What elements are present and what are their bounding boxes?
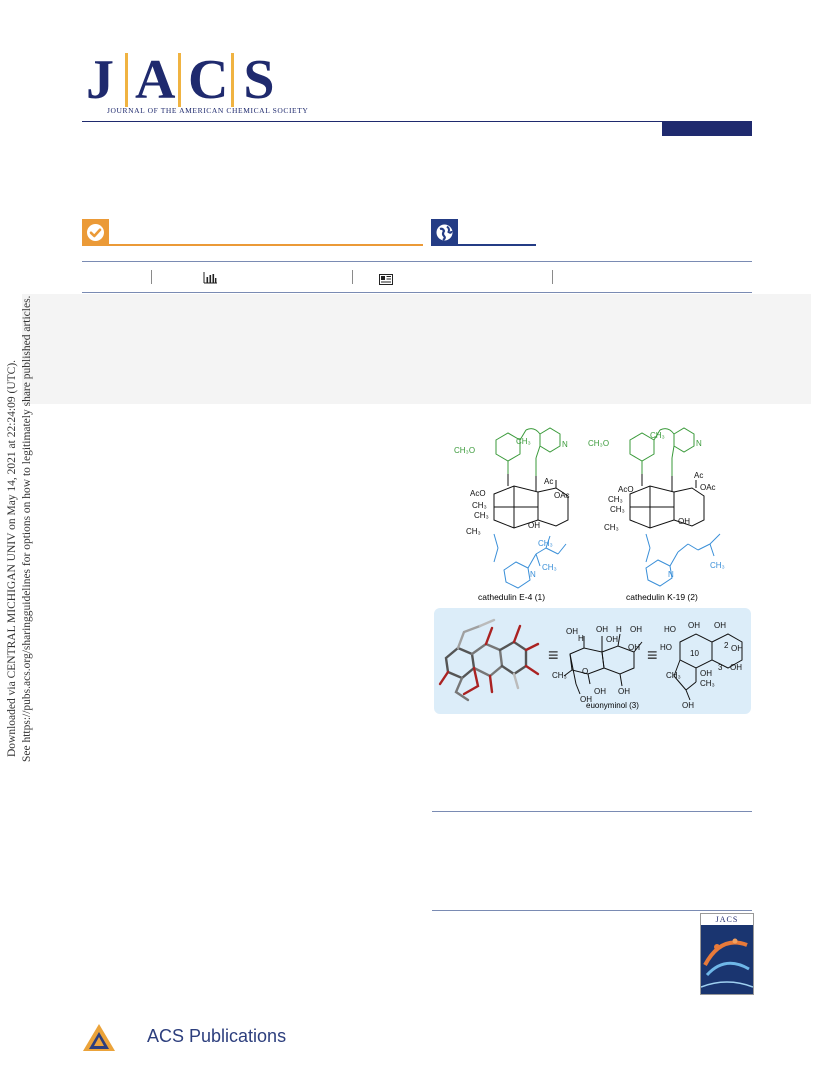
label-ch3: CH₃ — [610, 505, 625, 514]
label-n: N — [668, 570, 674, 579]
editors-choice-rule — [109, 244, 423, 246]
caption-cathedulin-k19: cathedulin K-19 (2) — [626, 592, 698, 602]
label-oh: OH — [618, 687, 630, 696]
acs-publications-wordmark: ACS Publications — [147, 1026, 287, 1046]
label-ch3: CH₃ — [604, 523, 619, 532]
logo-letter-j: J — [86, 49, 114, 111]
article-type-tab — [662, 122, 752, 136]
label-oh: OH — [566, 627, 578, 636]
section-rule — [432, 811, 752, 812]
euonyminol-structures: ≡ OH H OH H OH OH OH CH₃ O OH OH OH ≡ H … — [438, 618, 743, 710]
bar-chart-icon[interactable] — [203, 271, 217, 289]
equivalence-symbol: ≡ — [548, 645, 559, 665]
metrics-separator — [151, 270, 152, 284]
logo-letter-a: A — [135, 49, 176, 111]
cover-art — [701, 925, 753, 994]
cathedulin-structures-figure: CH₃O CH₃ N Ac AcO OAc CH₃ CH₃ OH CH₃ — [454, 427, 725, 602]
euonyminol-flat-structure — [673, 633, 743, 701]
metrics-separator — [352, 270, 353, 284]
download-notice: Downloaded via CENTRAL MICHIGAN UNIV on … — [4, 296, 40, 770]
section-rule — [432, 910, 752, 911]
label-aco: AcO — [618, 485, 634, 494]
euonyminol-chair-structure — [563, 633, 643, 695]
abstract-box — [22, 294, 811, 404]
cover-title: JACS — [701, 914, 753, 925]
label-oh: OH — [731, 644, 743, 653]
label-c2: 2 — [724, 641, 729, 650]
label-oh: OH — [606, 635, 618, 644]
label-ho-1: HO — [664, 625, 676, 634]
label-oh: OH — [678, 517, 690, 526]
label-ch3: CH₃ — [538, 539, 553, 548]
download-notice-line1: Downloaded via CENTRAL MICHIGAN UNIV on … — [6, 359, 18, 757]
label-c3: 3 — [718, 663, 723, 672]
label-ch3: CH₃ — [516, 437, 531, 446]
label-ch3o: CH₃O — [588, 439, 609, 448]
label-oh: OH — [594, 687, 606, 696]
label-ch3: CH₃ — [710, 561, 725, 570]
label-c10: 10 — [690, 649, 699, 658]
label-ch3: CH₃ — [608, 495, 623, 504]
logo-divider — [125, 53, 128, 107]
label-n: N — [530, 570, 536, 579]
label-ch3: CH₃ — [472, 501, 487, 510]
label-oh: OH — [730, 663, 742, 672]
label-ch3o: CH₃O — [454, 446, 475, 455]
check-circle-icon — [87, 224, 104, 241]
article-icon[interactable] — [379, 272, 393, 290]
label-oh: OH — [682, 701, 694, 710]
metrics-separator — [552, 270, 553, 284]
label-ac: Ac — [694, 471, 703, 480]
cathedulin-e4-structure: CH₃O CH₃ N Ac AcO OAc CH₃ CH₃ OH CH₃ — [454, 427, 570, 589]
label-ch3: CH₃ — [552, 671, 567, 680]
equivalence-symbol: ≡ — [647, 645, 658, 665]
metrics-bar-bottom-rule — [82, 292, 752, 293]
download-notice-line2: See https://pubs.acs.org/sharingguidelin… — [21, 295, 33, 762]
label-oh: OH — [714, 621, 726, 630]
jacs-logo: J A C S — [82, 50, 300, 110]
label-ch3: CH₃ — [542, 563, 557, 572]
label-o: O — [582, 667, 588, 676]
logo-divider — [231, 53, 234, 107]
metrics-bar-top-rule — [82, 261, 752, 262]
label-oh: OH — [596, 625, 608, 634]
open-access-rule — [458, 244, 536, 246]
label-ch3: CH₃ — [666, 671, 681, 680]
logo-letter-c: C — [188, 49, 229, 111]
globe-icon — [436, 224, 453, 241]
editors-choice-badge[interactable] — [82, 219, 109, 246]
label-h: H — [616, 625, 622, 634]
label-oh: OH — [630, 625, 642, 634]
label-n: N — [562, 440, 568, 449]
label-ch3: CH₃ — [700, 679, 715, 688]
label-oh: OH — [580, 695, 592, 704]
label-n: N — [696, 439, 702, 448]
label-ac: Ac — [544, 477, 553, 486]
label-ch3: CH₃ — [650, 431, 665, 440]
label-h: H — [578, 634, 584, 643]
label-aco: AcO — [470, 489, 486, 498]
logo-divider — [178, 53, 181, 107]
open-access-badge[interactable] — [431, 219, 458, 246]
label-ho-2: HO — [660, 643, 672, 652]
label-ch3: CH₃ — [466, 527, 481, 536]
label-oh: OH — [688, 621, 700, 630]
label-oac: OAc — [554, 491, 570, 500]
journal-cover-thumbnail[interactable]: JACS — [700, 913, 754, 995]
label-oh: OH — [628, 643, 640, 652]
label-oac: OAc — [700, 483, 716, 492]
journal-full-name: JOURNAL OF THE AMERICAN CHEMICAL SOCIETY — [107, 106, 309, 115]
label-ch3: CH₃ — [474, 511, 489, 520]
euonyminol-panel — [434, 608, 751, 714]
label-oh: OH — [700, 669, 712, 678]
caption-cathedulin-e4: cathedulin E-4 (1) — [478, 592, 545, 602]
cathedulin-k19-structure: CH₃O CH₃ N Ac AcO OAc CH₃ CH₃ OH CH₃ — [588, 427, 725, 587]
caption-euonyminol: euonyminol (3) — [586, 701, 639, 710]
logo-letter-s: S — [243, 49, 275, 111]
label-oh: OH — [528, 521, 540, 530]
header-rule — [82, 121, 752, 122]
acs-logo-icon — [83, 1024, 115, 1051]
euonyminol-3d-model — [438, 618, 540, 702]
